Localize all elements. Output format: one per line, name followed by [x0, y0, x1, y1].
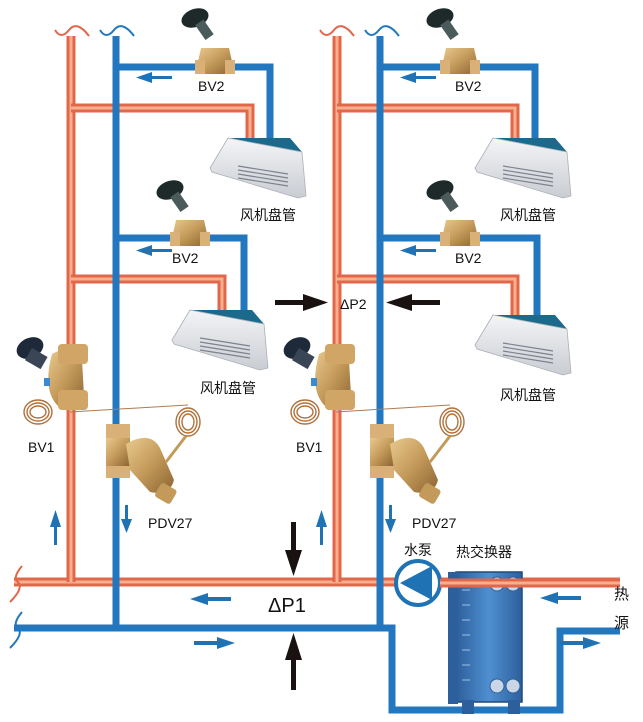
return-header-main	[14, 624, 620, 714]
bv1-valve[interactable]	[280, 333, 355, 425]
bv2-valve[interactable]	[424, 5, 480, 74]
bv2-valve[interactable]	[154, 177, 210, 246]
capillary-tube	[69, 404, 189, 413]
pdv27-label: PDV27	[412, 515, 457, 531]
flow-arrow-up	[50, 510, 61, 545]
bv2-label: BV2	[198, 78, 225, 94]
flow-arrow-down	[385, 505, 396, 533]
dp1-label: ΔP1	[268, 595, 306, 617]
flow-arrow-left	[136, 245, 172, 256]
bv1-valve[interactable]	[13, 333, 88, 425]
flow-arrow-right	[194, 637, 235, 649]
fan-coil-label: 风机盘管	[500, 207, 556, 224]
heat-source-label-1: 热	[614, 585, 629, 603]
pdv27-valve[interactable]	[106, 407, 201, 505]
flow-arrow-left	[400, 72, 436, 83]
heat-exchanger-label: 热交换器	[456, 544, 512, 561]
fan-coil-label: 风机盘管	[200, 380, 256, 397]
pipe-break-marks-left	[9, 565, 23, 649]
bv2-label: BV2	[172, 250, 199, 266]
bv2-label: BV2	[455, 78, 482, 94]
flow-arrows	[50, 72, 601, 649]
pipe-break-marks-top	[54, 25, 400, 37]
bv1-label: BV1	[296, 439, 323, 455]
flow-arrow-down	[121, 505, 132, 533]
dp1-arrow-down	[285, 522, 302, 576]
flow-arrow-up	[316, 510, 327, 545]
left-supply-riser	[66, 36, 255, 582]
dp2-arrow-right	[275, 294, 328, 311]
fan-coil-label: 风机盘管	[500, 387, 556, 404]
dp2-arrow-left	[386, 294, 440, 311]
right-return-riser	[376, 36, 541, 628]
dp2-label: ΔP2	[340, 296, 367, 312]
heat-source-label-2: 源	[614, 614, 629, 632]
pdv27-label: PDV27	[148, 515, 193, 531]
flow-arrow-left	[400, 245, 436, 256]
bv1-label: BV1	[28, 439, 55, 455]
plate-heat-exchanger[interactable]	[448, 571, 523, 714]
flow-arrow-left	[190, 593, 231, 605]
fan-coil-label: 风机盘管	[240, 207, 296, 224]
fan-coil-unit[interactable]	[171, 309, 269, 371]
flow-arrow-left	[136, 72, 172, 83]
capillary-tube	[335, 404, 451, 413]
pressure-difference-arrows	[275, 294, 440, 690]
dp1-arrow-up	[285, 633, 302, 690]
bv2-valve[interactable]	[424, 177, 480, 246]
bv2-valve[interactable]	[179, 5, 235, 74]
bv2-label: BV2	[455, 250, 482, 266]
flow-arrow-right	[560, 637, 601, 649]
fan-coil-unit[interactable]	[209, 137, 307, 199]
pump-label: 水泵	[404, 543, 432, 559]
pdv27-valve[interactable]	[370, 407, 465, 505]
fan-coil-unit[interactable]	[474, 314, 572, 376]
labels: BV2 BV2 BV2 BV2 风机盘管 风机盘管 风机盘管 风机盘管 BV1 …	[28, 78, 629, 632]
pump-symbol[interactable]	[394, 559, 442, 607]
fan-coil-unit[interactable]	[474, 137, 572, 199]
right-supply-riser	[332, 36, 520, 582]
left-return-riser	[112, 36, 274, 628]
pipe-network	[9, 25, 620, 714]
flow-arrow-left	[540, 592, 581, 604]
